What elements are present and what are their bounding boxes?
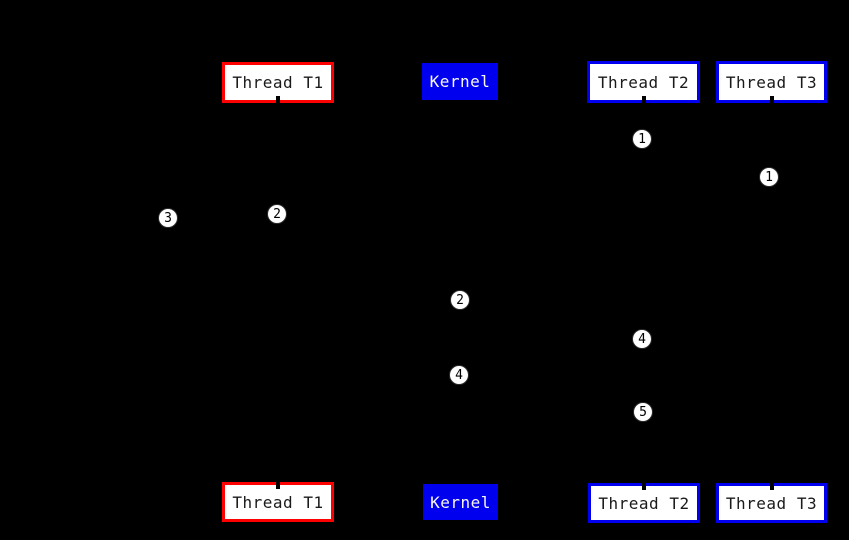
participant-label: Thread T3 (725, 72, 818, 92)
participant-label: Kernel (430, 492, 491, 512)
step-marker-5-thread-t2: 5 (633, 402, 653, 422)
step-marker-1-thread-t3: 1 (759, 167, 779, 187)
participant-thread-t1-bottom: Thread T1 (222, 482, 334, 522)
participant-thread-t2-top: Thread T2 (587, 61, 700, 103)
participant-kernel-top: Kernel (422, 63, 498, 100)
step-marker-2-kernel: 2 (450, 290, 470, 310)
participant-kernel-bottom: Kernel (423, 484, 498, 520)
participant-thread-t3-bottom: Thread T3 (716, 483, 827, 523)
participant-label: Thread T2 (598, 493, 690, 513)
participant-label: Kernel (429, 72, 491, 91)
participant-thread-t1-top: Thread T1 (222, 62, 334, 103)
lifeline-notch (641, 96, 646, 103)
step-marker-4-kernel: 4 (449, 365, 469, 385)
participant-label: Thread T1 (232, 73, 324, 92)
step-marker-3-left: 3 (158, 208, 178, 228)
lifeline-notch (769, 483, 774, 490)
participant-label: Thread T1 (232, 492, 324, 512)
participant-thread-t2-bottom: Thread T2 (588, 483, 700, 523)
lifeline-notch (642, 483, 646, 490)
participant-label: Thread T3 (725, 493, 818, 513)
lifeline-notch (276, 96, 280, 103)
participant-label: Thread T2 (597, 72, 690, 92)
lifeline-notch (276, 482, 280, 489)
step-marker-4-thread-t2: 4 (632, 329, 652, 349)
step-marker-1-thread-t2: 1 (632, 129, 652, 149)
step-marker-2-thread-t1: 2 (267, 204, 287, 224)
participant-thread-t3-top: Thread T3 (716, 61, 827, 103)
lifeline-notch (769, 96, 774, 103)
